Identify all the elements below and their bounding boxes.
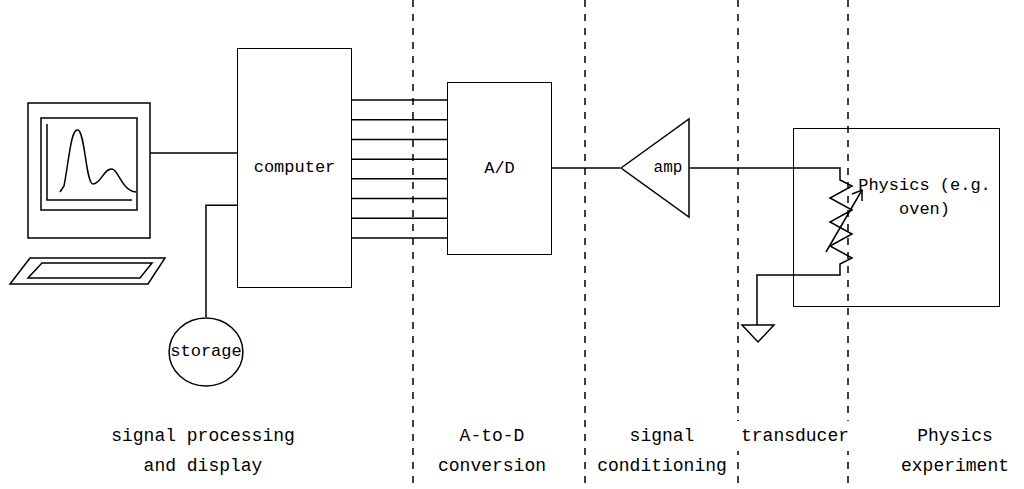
section-label: Physics experiment [894,421,1016,481]
signal-wire [206,205,237,317]
signal-wire [352,100,447,238]
node-label: amp [654,156,683,180]
keyboard-icon [10,258,165,284]
experiment-box: Physics (e.g. oven) [793,128,1000,307]
node-label: Physics (e.g. oven) [855,174,995,222]
node-label: storage [170,340,241,364]
signal-wire [690,167,793,169]
section-label: A-to-D conversion [431,421,553,481]
section-label: signal conditioning [590,421,734,481]
section-divider [413,0,848,489]
converter-box: A/D [447,82,552,255]
amplifier-triangle: amp [620,118,690,218]
signal-wire [552,167,620,169]
section-label: signal processing and display [101,421,305,481]
process-box: computer [237,48,352,288]
node-label: computer [254,156,336,180]
variable-resistor-symbol [757,168,862,325]
storage-circle: storage [168,317,244,387]
node-label: A/D [484,157,515,181]
section-label: transducer [733,421,857,451]
ground-symbol [742,325,774,342]
